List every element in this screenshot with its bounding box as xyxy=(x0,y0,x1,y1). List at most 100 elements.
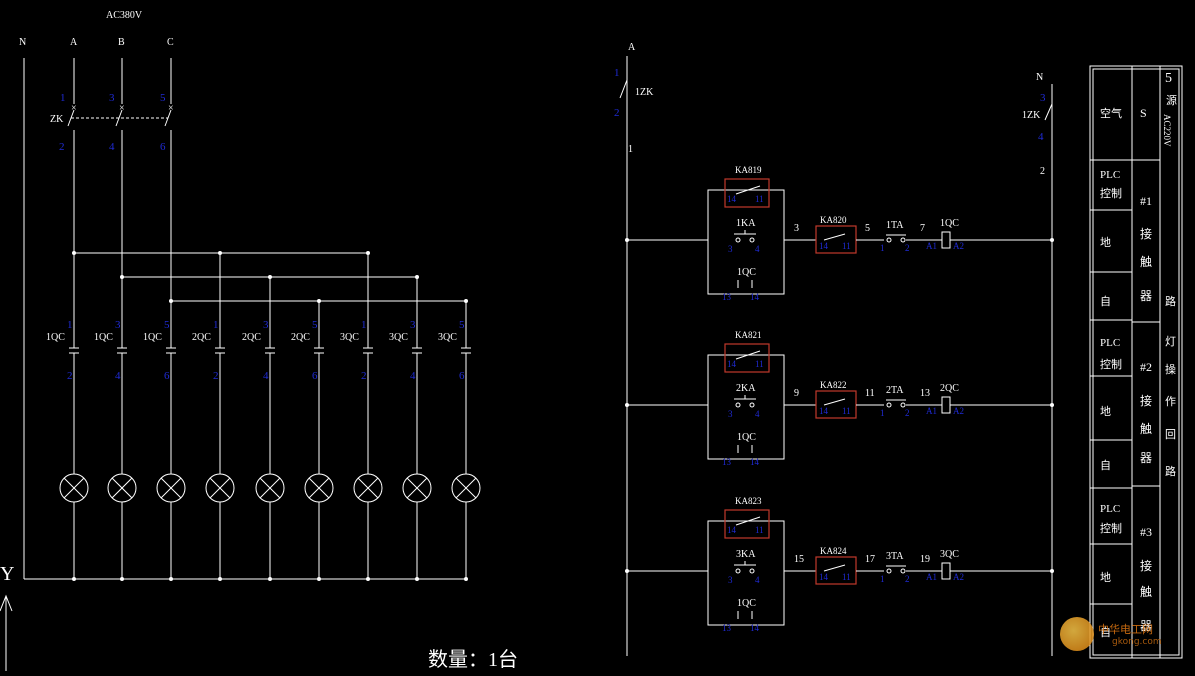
title-cell: S xyxy=(1140,106,1147,120)
breaker-term: 2 xyxy=(59,141,65,153)
button-label: 2KA xyxy=(736,383,756,394)
coil-label: 2QC xyxy=(940,383,959,394)
title-cell: 器 xyxy=(1140,619,1152,633)
terminal: 13 xyxy=(722,292,732,302)
lamp-term: 1 xyxy=(67,319,73,331)
breaker-term: 1 xyxy=(60,92,66,104)
main-breaker: ZK 1 3 5 × × × 2 4 6 xyxy=(50,92,174,153)
relay-contact-box xyxy=(724,343,770,373)
breaker-term: 3 xyxy=(109,92,115,104)
contactor-label: 2QC xyxy=(192,332,211,343)
terminal: A2 xyxy=(953,241,964,251)
terminal: 13 xyxy=(722,457,732,467)
lamp-term: 5 xyxy=(164,319,170,331)
terminal: A1 xyxy=(926,572,937,582)
title-cell: #3 xyxy=(1140,525,1152,539)
wire-number: 13 xyxy=(920,388,930,399)
lamp-term: 2 xyxy=(67,370,73,382)
relay-contact-box xyxy=(724,509,770,539)
title-cell: 作 xyxy=(1165,395,1176,408)
terminal: 3 xyxy=(728,575,733,585)
title-cell: 自 xyxy=(1100,295,1111,308)
watermark-logo xyxy=(1060,617,1094,651)
lamp-term: 4 xyxy=(263,370,269,382)
relay-contact-box xyxy=(724,178,770,208)
wire-label: 2 xyxy=(1040,166,1045,177)
watermark-sub: gkong.com xyxy=(1112,637,1162,647)
c-label: C xyxy=(167,37,174,48)
terminal: A1 xyxy=(926,406,937,416)
terminal: 1 xyxy=(880,574,885,584)
quantity-label: 数量：1台 xyxy=(428,648,518,671)
wire-number: 11 xyxy=(865,388,875,399)
title-cell: 触 xyxy=(1140,422,1152,436)
lamp-term: 5 xyxy=(459,319,465,331)
title-cell: 路 xyxy=(1165,465,1176,478)
title-cell: 自 xyxy=(1100,626,1111,639)
contactor-label: 2QC xyxy=(242,332,261,343)
svg-text:×: × xyxy=(168,103,174,114)
coil-icon xyxy=(941,562,951,580)
lamp-term: 3 xyxy=(263,319,269,331)
title-cell: 源 xyxy=(1166,93,1177,107)
button-label: 1KA xyxy=(736,218,756,229)
terminal: 14 xyxy=(819,241,829,251)
terminal: 14 xyxy=(750,457,760,467)
wire-number: 9 xyxy=(794,388,799,399)
terminal: 13 xyxy=(722,623,732,633)
axis-y-arrow xyxy=(0,594,13,671)
title-cell: 接 xyxy=(1140,393,1152,408)
neutral-label: N xyxy=(1036,72,1043,83)
lamp-branches: 11QC231QC451QC612QC232QC452QC613QC233QC4… xyxy=(46,251,481,581)
title-cell: 灯 xyxy=(1165,335,1176,348)
holding-contact-label: 1QC xyxy=(737,267,756,278)
terminal: 1 xyxy=(880,243,885,253)
relay-label: KA824 xyxy=(820,546,847,556)
lamp-term: 3 xyxy=(410,319,416,331)
contactor-label: 3QC xyxy=(438,332,457,343)
title-cell: 空气 xyxy=(1100,106,1122,120)
holding-contact-label: 1QC xyxy=(737,432,756,443)
coil-icon xyxy=(941,396,951,414)
lamp-term: 2 xyxy=(361,370,367,382)
terminal: 3 xyxy=(728,409,733,419)
thermal-label: 2TA xyxy=(886,385,904,396)
terminal: 4 xyxy=(755,575,760,585)
coil-icon xyxy=(941,231,951,249)
terminal: 11 xyxy=(842,572,851,582)
title-cell: 回 xyxy=(1165,428,1176,441)
lamp-term: 6 xyxy=(164,370,170,382)
terminal: 4 xyxy=(755,244,760,254)
terminal: 2 xyxy=(905,408,910,418)
terminal: 2 xyxy=(905,574,910,584)
breaker-right-label: 1ZK xyxy=(1022,110,1041,121)
a-label: A xyxy=(70,37,78,48)
relay-label: KA820 xyxy=(820,215,847,225)
terminal: A1 xyxy=(926,241,937,251)
wire-number: 19 xyxy=(920,554,930,565)
title-cell: 路 xyxy=(1165,295,1176,308)
terminal: 11 xyxy=(842,241,851,251)
terminal: 1 xyxy=(880,408,885,418)
title-cell: AC220V xyxy=(1162,114,1172,147)
lamp-term: 1 xyxy=(213,319,219,331)
relay-label: KA823 xyxy=(735,496,762,506)
terminal: 11 xyxy=(755,525,764,535)
title-cell: 5 xyxy=(1165,71,1172,86)
breaker-term: 5 xyxy=(160,92,166,104)
thermal-label: 1TA xyxy=(886,220,904,231)
title-cell: PLC xyxy=(1100,337,1120,349)
holding-contact-label: 1QC xyxy=(737,598,756,609)
